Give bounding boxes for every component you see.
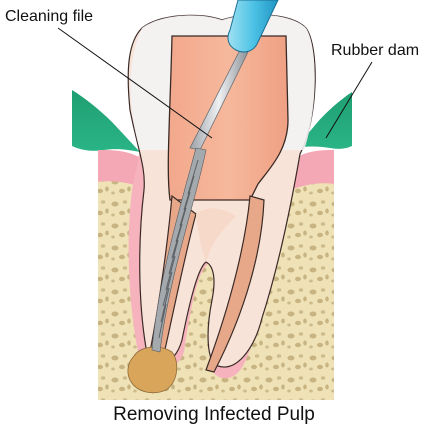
rubber-dam-leader xyxy=(325,61,373,139)
root-canal-right xyxy=(205,195,265,373)
rubber-dam-left xyxy=(72,90,140,152)
dentin-septum xyxy=(196,208,236,262)
cleaning-file-leader xyxy=(57,27,213,139)
cleaning-file-label: Cleaning file xyxy=(5,8,94,25)
rubber-dam-label: Rubber dam xyxy=(331,42,420,59)
rubber-dam-right xyxy=(296,92,352,149)
diagram-caption: Removing Infected Pulp xyxy=(113,404,315,425)
cleaning-file xyxy=(151,49,249,353)
instrument-handle xyxy=(227,0,279,53)
apical-infection xyxy=(127,346,178,394)
